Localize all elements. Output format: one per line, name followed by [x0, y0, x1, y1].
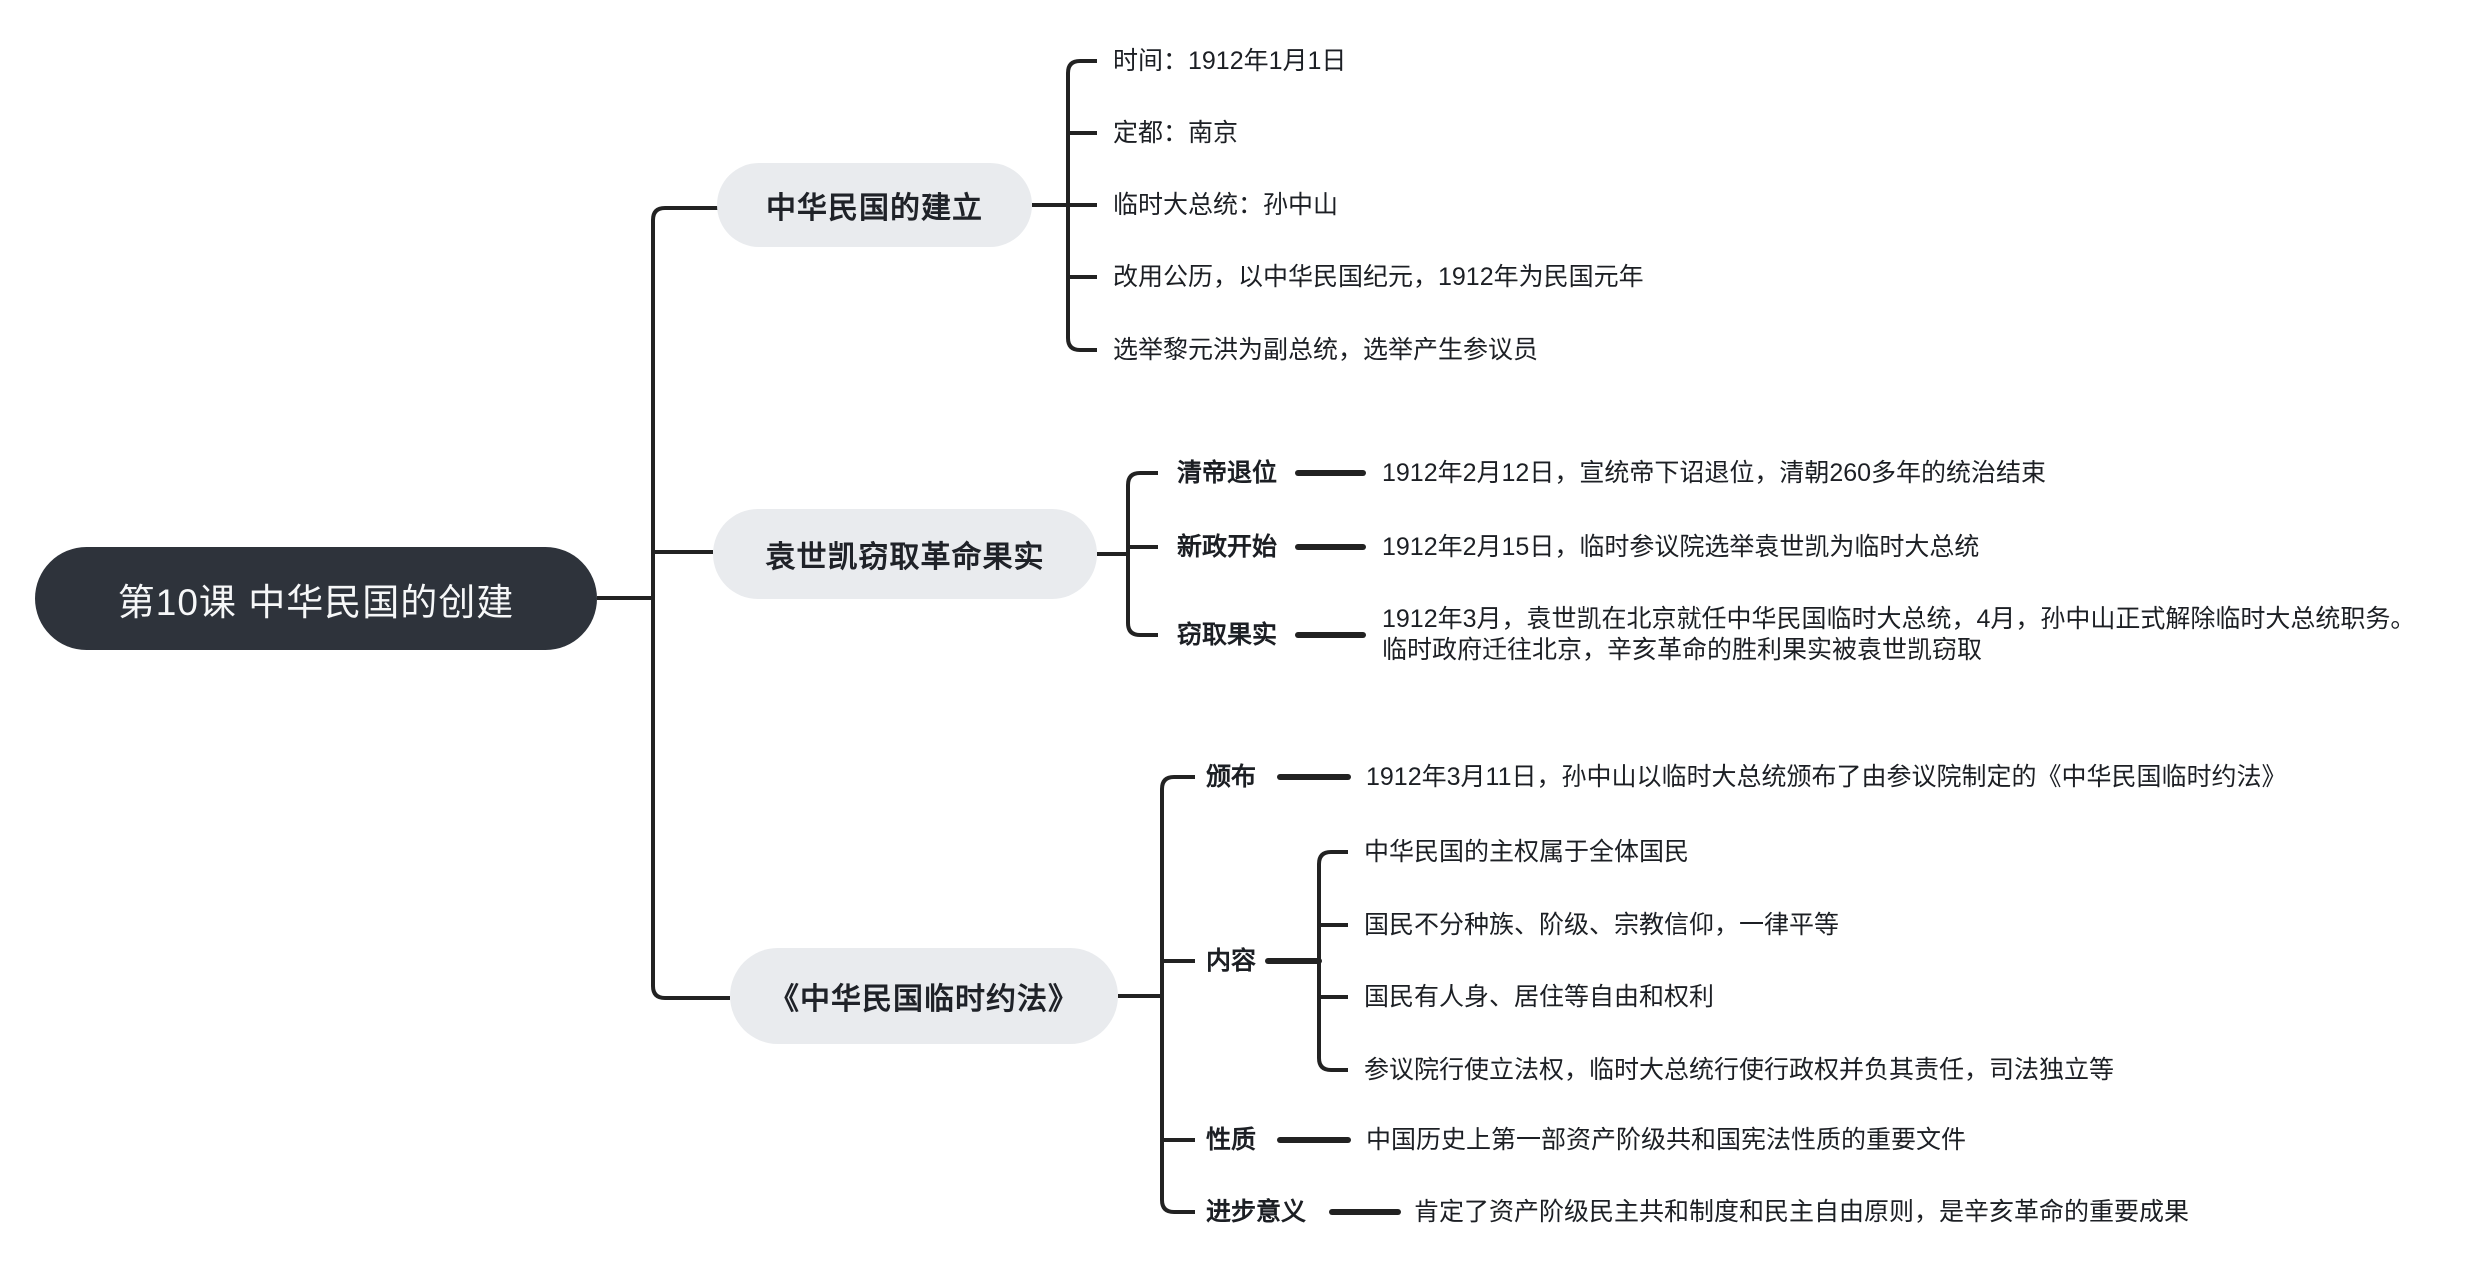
subtopic-label[interactable]: 窃取果实 — [1177, 621, 1278, 649]
content-subitem[interactable]: 中华民国的主权属于全体国民 — [1364, 838, 1690, 866]
subtopic-label[interactable]: 清帝退位 — [1177, 459, 1278, 487]
subtopic-desc[interactable]: 1912年2月15日，临时参议院选举袁世凯为临时大总统 — [1382, 533, 1980, 561]
branch3-trunk — [1160, 775, 1195, 1214]
content-subitem[interactable]: 参议院行使立法权，临时大总统行使行政权并负其责任，司法独立等 — [1364, 1056, 2115, 1084]
leaf-item[interactable]: 时间：1912年1月1日 — [1113, 47, 1347, 75]
content-subitem[interactable]: 国民有人身、居住等自由和权利 — [1364, 983, 1715, 1011]
branch-node-2-label: 袁世凯窃取革命果实 — [765, 541, 1045, 574]
leaf-item[interactable]: 改用公历，以中华民国纪元，1912年为民国元年 — [1113, 263, 1644, 291]
content-subitem[interactable]: 国民不分种族、阶级、宗教信仰，一律平等 — [1364, 911, 1840, 939]
leaf-item[interactable]: 选举黎元洪为副总统，选举产生参议员 — [1113, 336, 1539, 364]
branch1-trunk — [1066, 59, 1097, 352]
branch2-trunk — [1126, 471, 1158, 637]
branch-node-2[interactable]: 袁世凯窃取革命果实 — [713, 509, 1097, 599]
subtopic-label[interactable]: 新政开始 — [1177, 533, 1278, 561]
subtopic-desc[interactable]: 1912年3月，袁世凯在北京就任中华民国临时大总统，4月，孙中山正式解除临时大总… — [1382, 605, 2416, 664]
subtopic-desc[interactable]: 肯定了资产阶级民主共和制度和民主自由原则，是辛亥革命的重要成果 — [1414, 1198, 2190, 1226]
main-trunk — [651, 206, 730, 1000]
content-trunk — [1317, 850, 1348, 1072]
subtopic-desc[interactable]: 中国历史上第一部资产阶级共和国宪法性质的重要文件 — [1366, 1126, 1967, 1154]
subtopic-desc[interactable]: 1912年3月11日，孙中山以临时大总统颁布了由参议院制定的《中华民国临时约法》 — [1366, 763, 2287, 791]
branch-node-1[interactable]: 中华民国的建立 — [717, 163, 1032, 247]
branch-node-3[interactable]: 《中华民国临时约法》 — [730, 948, 1118, 1044]
root-node[interactable]: 第10课 中华民国的创建 — [35, 547, 597, 650]
subtopic-desc[interactable]: 1912年2月12日，宣统帝下诏退位，清朝260多年的统治结束 — [1382, 459, 2047, 487]
root-node-label: 第10课 中华民国的创建 — [117, 581, 515, 623]
subtopic-label[interactable]: 性质 — [1206, 1126, 1257, 1154]
subtopic-label[interactable]: 进步意义 — [1206, 1198, 1307, 1226]
branch-node-3-label: 《中华民国临时约法》 — [769, 983, 1079, 1016]
branch-node-1-label: 中华民国的建立 — [766, 192, 983, 225]
subtopic-label[interactable]: 内容 — [1206, 947, 1257, 975]
leaf-item[interactable]: 定都：南京 — [1113, 119, 1239, 147]
leaf-item[interactable]: 临时大总统：孙中山 — [1113, 191, 1339, 219]
subtopic-label[interactable]: 颁布 — [1206, 763, 1257, 791]
